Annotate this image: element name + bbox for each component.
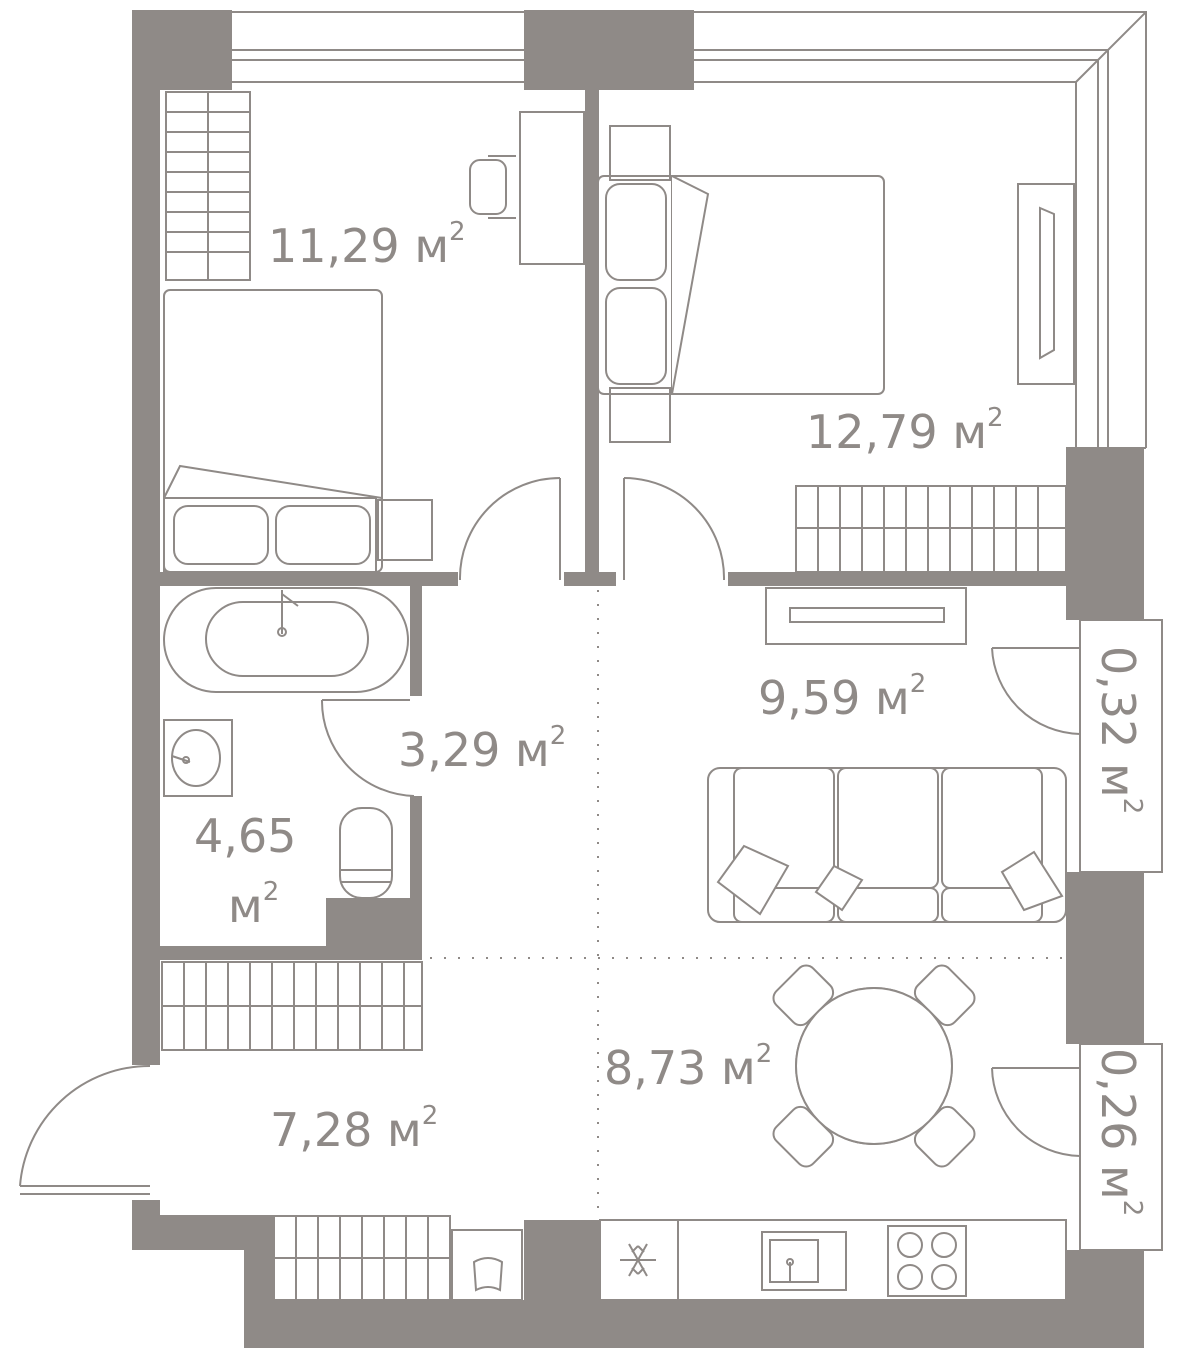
wall-right-pillar-1: [1066, 448, 1144, 620]
room-area-living: 9,59 м2: [758, 669, 926, 725]
wall-top-left-pillar: [132, 10, 232, 90]
cushion: [1000, 850, 1064, 912]
bathtub: [163, 587, 409, 693]
nightstand: [609, 387, 671, 443]
wall-bottom: [244, 1300, 1144, 1348]
room-area-balcony-1: 0,32 м2: [1091, 646, 1147, 814]
washbasin: [163, 719, 233, 797]
tv: [1039, 206, 1055, 360]
pillow: [275, 505, 371, 565]
zone-dividers: [430, 590, 1064, 1210]
wall-bedroom-bottom-right: [728, 572, 1070, 586]
sink-icon: [761, 1231, 847, 1291]
living-furniture: [707, 587, 1067, 923]
wall-left-outer: [132, 90, 160, 1065]
wall-bedroom-divider: [585, 90, 599, 580]
room-area-bedroom-1: 11,29 м2: [268, 217, 466, 273]
nightstand: [609, 125, 671, 181]
wall-top-mid-pillar: [524, 10, 694, 90]
wall-bath-right: [410, 586, 422, 696]
wall-door-stub: [564, 572, 616, 586]
room-area-dining: 8,73 м2: [604, 1039, 772, 1095]
windows: [232, 11, 1163, 1251]
wall-right-pillar-2: [1066, 872, 1144, 1044]
doors: [19, 477, 1081, 1195]
pillow: [605, 287, 667, 385]
room-area-entrance: 7,28 м2: [270, 1101, 438, 1157]
wall-bath-bottom: [160, 946, 422, 960]
bedroom-1-furniture: [163, 91, 585, 573]
room-area-bedroom-2: 12,79 м2: [806, 403, 1004, 459]
bed-1: [163, 289, 383, 573]
wall-bedroom-bottom-left: [160, 572, 458, 586]
walls: [132, 10, 1144, 1348]
bathroom-furniture: [163, 587, 409, 899]
wall-kitchen-post: [524, 1220, 600, 1348]
desk: [519, 111, 585, 265]
pillow: [605, 183, 667, 281]
pillow: [173, 505, 269, 565]
snowflake-icon: [620, 1243, 656, 1277]
cooktop-icon: [887, 1225, 967, 1297]
room-area-bathroom-unit: м2: [228, 877, 279, 933]
bedroom-2-furniture: [597, 125, 1075, 573]
room-area-hall: 3,29 м2: [398, 721, 566, 777]
room-area-bathroom-number: 4,65: [194, 809, 296, 863]
kitchen-counter: [599, 1219, 1067, 1301]
tv-stand: [1017, 183, 1075, 385]
washing-machine: [451, 1229, 523, 1301]
chair: [469, 159, 507, 215]
cushion: [716, 844, 790, 916]
entrance-furniture: [161, 961, 523, 1301]
toilet: [339, 807, 393, 899]
cushion: [814, 864, 864, 912]
nightstand: [377, 499, 433, 561]
tv-stand: [765, 587, 967, 645]
tv: [789, 607, 945, 623]
room-labels: 11,29 м2 12,79 м2 4,65 м2 3,29 м2 9,59 м…: [194, 217, 1147, 1216]
bed-2: [597, 175, 885, 395]
dining-furniture: [772, 964, 976, 1168]
room-area-balcony-2: 0,26 м2: [1091, 1048, 1147, 1216]
kitchen: [599, 1219, 1067, 1301]
